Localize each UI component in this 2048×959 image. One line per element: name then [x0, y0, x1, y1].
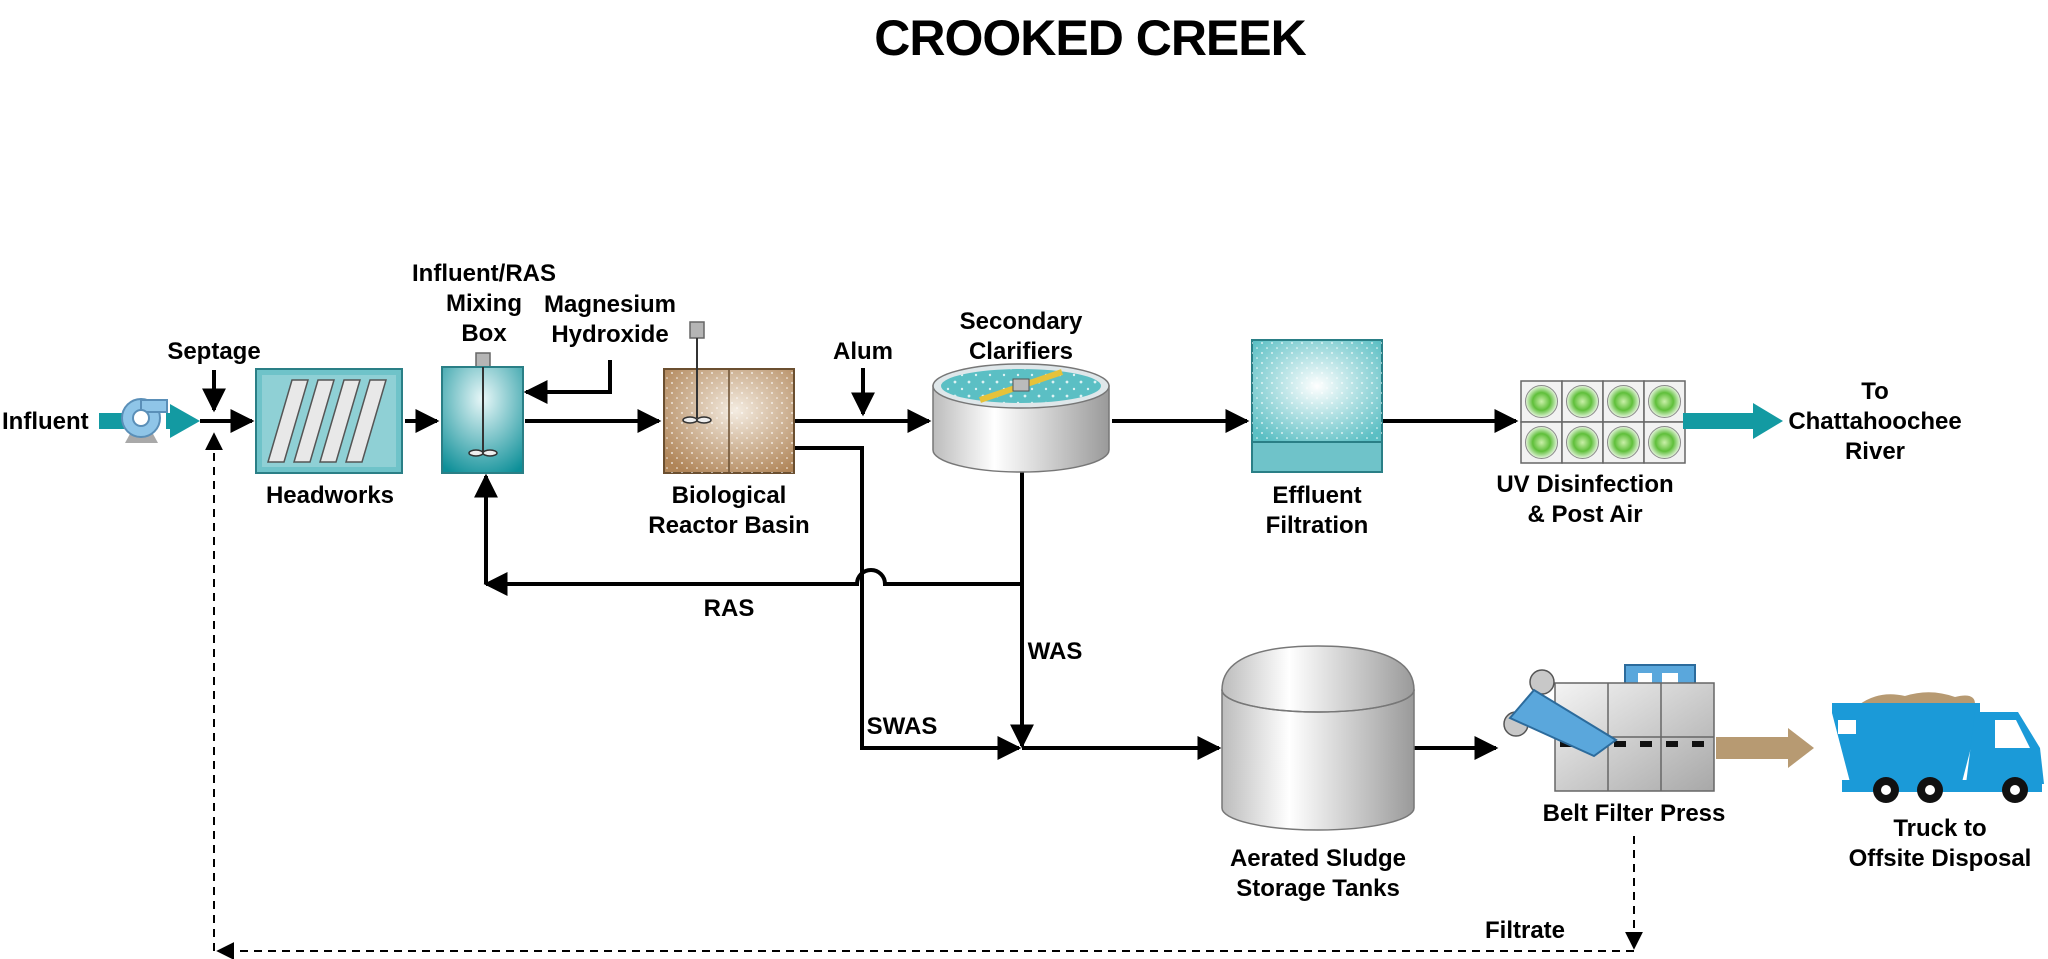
label-was: WAS: [1028, 638, 1083, 665]
mixer-blade-icon: [482, 449, 498, 457]
label-river-1: To: [1861, 378, 1889, 405]
dump-truck: [1832, 692, 2044, 803]
uv-lamp-icon: [1566, 426, 1599, 459]
pump-impeller: [132, 409, 150, 427]
label-magnesium-1: Magnesium: [544, 291, 676, 318]
effluent-filtration: [1251, 339, 1383, 473]
filter-media-texture: [1252, 340, 1382, 442]
label-river-3: River: [1845, 438, 1905, 465]
diagram-title: CROOKED CREEK: [874, 10, 1306, 66]
press-slot: [1666, 741, 1678, 747]
headworks-screen: [266, 379, 310, 463]
uv-lamp-icon: [1648, 426, 1681, 459]
uv-lamp-icon: [1525, 385, 1558, 418]
belt-filter-press: [1503, 664, 1715, 792]
influent-pump: [99, 398, 200, 443]
label-swas: SWAS: [867, 713, 938, 740]
headworks-screen: [344, 379, 388, 463]
truck-bed-window: [1838, 720, 1856, 734]
tank-body: [1221, 689, 1415, 831]
cake-pipe: [1716, 737, 1792, 759]
clarifier-body: [932, 385, 1110, 473]
label-mixing-box-3: Box: [461, 320, 507, 347]
flow-lines: [200, 360, 1643, 959]
label-sludge-tanks-2: Storage Tanks: [1236, 875, 1400, 902]
uv-lamp-icon: [1566, 385, 1599, 418]
reactor-mixer-blade-icon: [696, 416, 712, 424]
label-headworks: Headworks: [266, 482, 394, 509]
press-belt-conveyor: [1508, 688, 1618, 758]
headworks-screen: [292, 379, 336, 463]
flow-magnesium-hydroxide: [523, 360, 612, 404]
tank-dome: [1221, 645, 1415, 713]
truck-bed-rim: [1832, 703, 1980, 713]
label-belt-filter-press: Belt Filter Press: [1543, 800, 1726, 827]
headworks-screen: [318, 379, 362, 463]
cake-arrow: [1788, 728, 1814, 768]
uv-lamp-icon: [1648, 385, 1681, 418]
truck-window: [1995, 720, 2030, 748]
label-river-2: Chattahoochee: [1788, 408, 1961, 435]
label-truck-1: Truck to: [1893, 815, 1986, 842]
discharge-arrow: [1753, 403, 1783, 439]
uv-lamp-icon: [1607, 385, 1640, 418]
label-magnesium-2: Hydroxide: [551, 321, 668, 348]
label-truck-2: Offsite Disposal: [1849, 845, 2032, 872]
flow-ras: [483, 568, 1022, 596]
label-mixing-box-2: Mixing: [446, 290, 522, 317]
truck-load: [1860, 692, 1975, 704]
label-uv-2: & Post Air: [1527, 501, 1642, 528]
uv-lamp-icon: [1607, 426, 1640, 459]
pump-outlet-arrow: [170, 404, 200, 438]
mixer-blade-icon: [468, 449, 484, 457]
label-effluent-filtration-1: Effluent: [1272, 482, 1361, 509]
mixer-motor: [475, 352, 491, 368]
clarifier-drive: [1012, 378, 1030, 392]
pump-discharge: [140, 399, 168, 413]
label-mixing-box-1: Influent/RAS: [412, 260, 556, 287]
label-bio-reactor-2: Reactor Basin: [648, 512, 809, 539]
label-bio-reactor-1: Biological: [672, 482, 787, 509]
press-slot: [1640, 741, 1652, 747]
label-ras: RAS: [704, 595, 755, 622]
press-slot: [1692, 741, 1704, 747]
label-secondary-clarifiers-1: Secondary: [960, 308, 1083, 335]
truck-wheel-hub: [2010, 785, 2020, 795]
tank-seam: [1221, 689, 1415, 713]
discharge-pipe: [1683, 413, 1755, 429]
filter-underdrain: [1251, 441, 1383, 473]
aerated-sludge-storage-tank: [1221, 645, 1415, 831]
reactor-mixer-motor: [689, 321, 705, 339]
label-uv-1: UV Disinfection: [1496, 471, 1673, 498]
truck-wheel-hub: [1881, 785, 1891, 795]
label-effluent-filtration-2: Filtration: [1266, 512, 1369, 539]
uv-disinfection: [1520, 380, 1686, 464]
uv-lamp-icon: [1525, 426, 1558, 459]
label-influent: Influent: [2, 408, 89, 435]
headworks: [255, 368, 403, 474]
label-filtrate: Filtrate: [1485, 917, 1565, 944]
pump-outlet-pipe: [166, 413, 174, 429]
biological-reactor-basin: [663, 321, 795, 474]
reactor-mixer-blade-icon: [682, 416, 698, 424]
truck-bed: [1832, 713, 1980, 782]
label-septage: Septage: [167, 338, 260, 365]
secondary-clarifier: [932, 363, 1110, 473]
truck-wheel-hub: [1925, 785, 1935, 795]
label-alum: Alum: [833, 338, 893, 365]
flow-swas: [795, 446, 1022, 760]
label-secondary-clarifiers-2: Clarifiers: [969, 338, 1073, 365]
press-slot: [1614, 741, 1626, 747]
mixing-box: [441, 352, 524, 474]
label-sludge-tanks-1: Aerated Sludge: [1230, 845, 1406, 872]
